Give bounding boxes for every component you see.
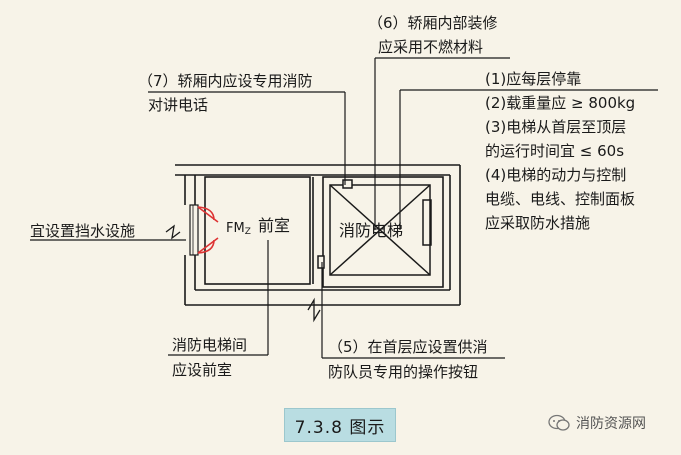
- watermark-text: 消防资源网: [576, 416, 646, 432]
- anteroom-door-icon: [189, 204, 219, 256]
- figure-caption: 7.3.8 图示: [284, 408, 396, 442]
- bottom-left-line2: 应设前室: [172, 361, 232, 379]
- note-5-line1: （5）在首层应设置供消: [328, 338, 488, 356]
- left-note: 宜设置挡水设施: [30, 222, 135, 240]
- req-4b: 电缆、电线、控制面板: [485, 190, 635, 208]
- walls: [175, 164, 461, 306]
- req-4a: (4)电梯的动力与控制: [485, 166, 626, 184]
- req-1: (1)应每层停靠: [485, 70, 581, 88]
- door-code: FMZ: [226, 221, 251, 237]
- req-3a: (3)电梯从首层至顶层: [485, 118, 626, 136]
- req-3b: 的运行时间宜 ≤ 60s: [485, 142, 624, 160]
- note-6-line1: （6）轿厢内部装修: [368, 14, 498, 32]
- elevator-label: 消防电梯: [339, 221, 403, 240]
- watermark: 消防资源网: [548, 413, 646, 433]
- leader-lines: [30, 57, 658, 359]
- req-4c: 应采取防水措施: [485, 214, 590, 232]
- break-marks: [165, 224, 321, 323]
- note-7-line1: （7）轿厢内应设专用消防: [138, 72, 313, 90]
- req-2: (2)载重量应 ≥ 800kg: [485, 94, 635, 112]
- note-7-line2: 对讲电话: [148, 96, 208, 114]
- note-6-line2: 应采用不燃材料: [378, 38, 483, 56]
- bottom-left-line1: 消防电梯间: [172, 336, 247, 354]
- elevator-car: [317, 179, 432, 276]
- wechat-icon: [548, 414, 570, 431]
- anteroom-label: 前室: [258, 216, 290, 235]
- note-5-line2: 防队员专用的操作按钮: [328, 363, 478, 381]
